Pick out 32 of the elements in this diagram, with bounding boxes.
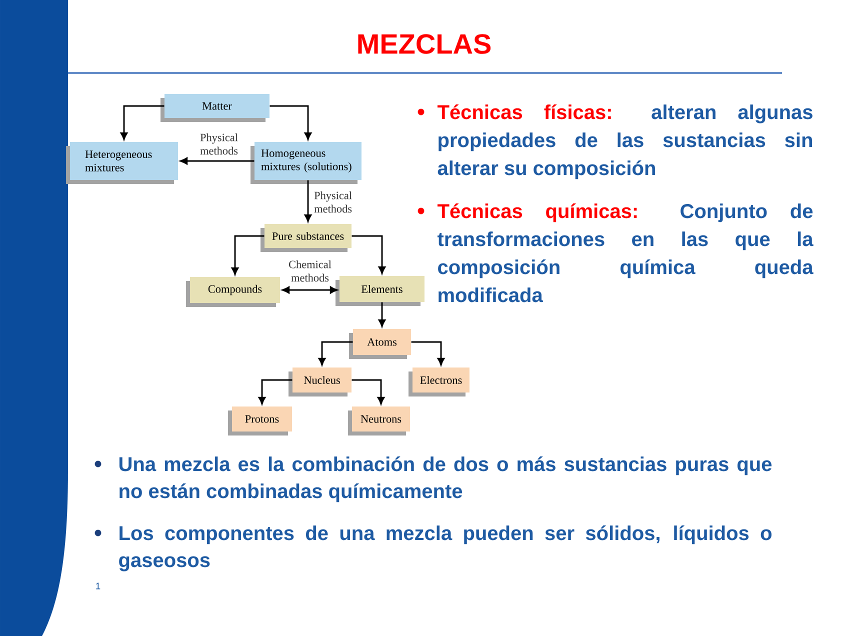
process-box: Homogeneous mixtures (solutions): [250, 142, 362, 184]
process-box: Matter: [160, 94, 270, 122]
bullet-text: Técnicas químicas: Conjunto de transformaciones en las que la composición química queda modificada: [438, 203, 814, 302]
arrow: [282, 286, 338, 294]
process-box: Electrons: [408, 368, 470, 396]
process-box: Compounds: [186, 277, 280, 307]
bullet-text: Técnicas físicas: alteran algunas propiedades de las sustancias sin alterar su composición: [438, 104, 812, 180]
arrow: [258, 379, 292, 404]
arrow: [304, 180, 312, 222]
arrow: [231, 235, 264, 275]
process-box: Neutrons: [348, 406, 410, 436]
arrow: [318, 341, 353, 366]
edge-label: Chemical methods: [289, 260, 332, 282]
arrow: [411, 341, 445, 366]
process-box: Nucleus: [288, 368, 352, 396]
edge-label: Physical methods: [314, 191, 352, 213]
bullet-text: Los componentes de una mezcla pueden ser sólidos, líquidos o gaseosos: [119, 525, 772, 572]
page-number: 1: [96, 582, 100, 590]
arrow: [352, 235, 386, 274]
bullet-text: Una mezcla es la combinación de dos o más sustancias puras que no están combinadas químicamente: [119, 456, 772, 502]
arrow: [352, 379, 385, 404]
arrow: [120, 105, 164, 140]
arrow: [378, 302, 386, 327]
process-box: Elements: [336, 276, 424, 306]
process-box: Pure substances: [260, 224, 352, 252]
title: MEZCLAS: [358, 34, 491, 54]
process-box: Atoms: [349, 329, 411, 359]
edge-label: Physical methods: [200, 133, 238, 155]
process-box: Heterogeneous mixtures: [66, 142, 178, 184]
process-box: Protons: [228, 406, 292, 436]
arrow: [180, 157, 254, 165]
arrow: [270, 105, 312, 140]
